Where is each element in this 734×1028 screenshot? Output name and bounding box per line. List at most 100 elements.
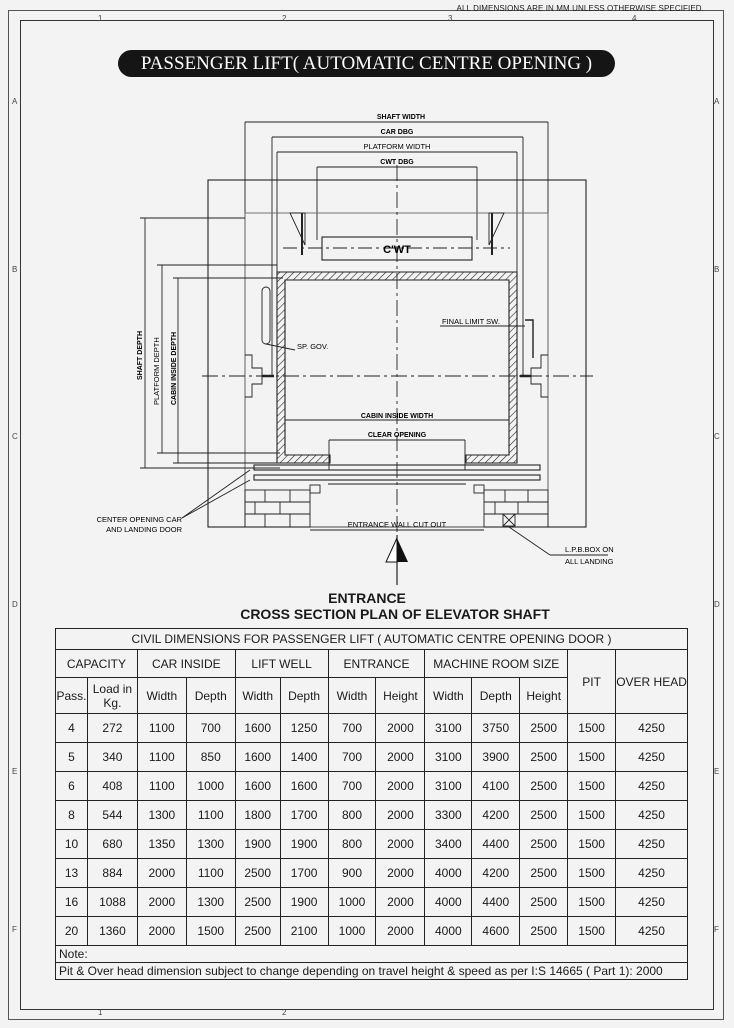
dim-label-platform-width: PLATFORM WIDTH bbox=[364, 142, 431, 151]
table-cell: 700 bbox=[327, 713, 377, 743]
column-header: Width bbox=[327, 677, 377, 714]
door-label: CENTER OPENING CAR bbox=[97, 515, 183, 524]
drawing-frame bbox=[20, 20, 714, 1010]
table-cell: 8 bbox=[55, 800, 88, 830]
table-cell: 1500 bbox=[567, 771, 617, 801]
zone-label: F bbox=[12, 925, 17, 934]
dim-label-shaft-width: SHAFT WIDTH bbox=[377, 114, 425, 121]
table-cell: 408 bbox=[86, 771, 138, 801]
table-cell: 3900 bbox=[471, 742, 521, 772]
lpb-label: ALL LANDING bbox=[565, 557, 614, 566]
table-cell: 2500 bbox=[519, 858, 569, 888]
table-cell: 5 bbox=[55, 742, 88, 772]
note-label: Note: bbox=[55, 945, 688, 963]
table-cell: 3100 bbox=[424, 771, 473, 801]
group-header: LIFT WELL bbox=[234, 649, 329, 678]
zone-label: F bbox=[714, 925, 719, 934]
table-cell: 800 bbox=[327, 800, 377, 830]
table-cell: 3300 bbox=[424, 800, 473, 830]
group-header: PIT bbox=[567, 649, 617, 714]
dim-label-cabin-width: CABIN INSIDE WIDTH bbox=[361, 413, 433, 420]
table-cell: 2500 bbox=[519, 829, 569, 859]
table-cell: 2500 bbox=[234, 916, 281, 946]
zone-label: E bbox=[714, 767, 720, 776]
table-cell: 2000 bbox=[375, 800, 426, 830]
entrance-cutout-label: ENTRANCE WALL CUT OUT bbox=[348, 520, 447, 529]
column-header: Width bbox=[234, 677, 281, 714]
table-cell: 1000 bbox=[327, 887, 377, 917]
table-cell: 1600 bbox=[234, 771, 281, 801]
table-cell: 1900 bbox=[279, 887, 329, 917]
table-cell: 2500 bbox=[519, 887, 569, 917]
table-cell: 1100 bbox=[185, 800, 236, 830]
civil-dimensions-table: CIVIL DIMENSIONS FOR PASSENGER LIFT ( AU… bbox=[55, 628, 688, 980]
table-cell: 10 bbox=[55, 829, 88, 859]
entrance-arrow-icon bbox=[385, 537, 398, 563]
zone-label: E bbox=[12, 767, 18, 776]
table-cell: 13 bbox=[55, 858, 88, 888]
sp-gov-label: SP. GOV. bbox=[297, 342, 328, 351]
table-cell: 1700 bbox=[279, 858, 329, 888]
column-header: Load in Kg. bbox=[86, 677, 138, 714]
cabin-wall bbox=[276, 271, 518, 464]
table-cell: 544 bbox=[86, 800, 138, 830]
table-cell: 4200 bbox=[471, 800, 521, 830]
table-cell: 2500 bbox=[519, 713, 569, 743]
table-cell: 2500 bbox=[519, 800, 569, 830]
table-cell: 1800 bbox=[234, 800, 281, 830]
brick-wall-left bbox=[244, 489, 311, 528]
table-cell: 1500 bbox=[567, 713, 617, 743]
table-cell: 340 bbox=[86, 742, 138, 772]
table-cell: 4250 bbox=[615, 887, 688, 917]
table-cell: 1300 bbox=[185, 829, 236, 859]
table-cell: 1100 bbox=[136, 713, 187, 743]
table-cell: 1400 bbox=[279, 742, 329, 772]
shaft-inner bbox=[244, 212, 549, 528]
zone-label: 2 bbox=[282, 1008, 287, 1017]
table-cell: 2500 bbox=[519, 771, 569, 801]
table-cell: 680 bbox=[86, 829, 138, 859]
group-header: OVER HEAD bbox=[615, 649, 688, 714]
table-cell: 16 bbox=[55, 887, 88, 917]
table-cell: 700 bbox=[327, 771, 377, 801]
table-cell: 1900 bbox=[234, 829, 281, 859]
table-cell: 1900 bbox=[279, 829, 329, 859]
table-cell: 2000 bbox=[375, 858, 426, 888]
column-header: Pass. bbox=[55, 677, 88, 714]
table-cell: 700 bbox=[327, 742, 377, 772]
table-cell: 2500 bbox=[519, 916, 569, 946]
shaft-plan-drawing: SHAFT WIDTH CAR DBG PLATFORM WIDTH CWT D… bbox=[97, 114, 614, 585]
table-cell: 2000 bbox=[136, 916, 187, 946]
table-cell: 1000 bbox=[185, 771, 236, 801]
zone-label: 1 bbox=[98, 14, 103, 23]
zone-label: A bbox=[714, 97, 720, 106]
table-cell: 4250 bbox=[615, 858, 688, 888]
entrance-arrow-icon bbox=[397, 538, 408, 562]
table-cell: 1300 bbox=[136, 800, 187, 830]
zone-label: C bbox=[12, 432, 18, 441]
table-cell: 4250 bbox=[615, 916, 688, 946]
table-cell: 272 bbox=[86, 713, 138, 743]
zone-label: A bbox=[12, 97, 18, 106]
zone-label: C bbox=[714, 432, 720, 441]
group-header: ENTRANCE bbox=[327, 649, 426, 678]
table-cell: 4250 bbox=[615, 713, 688, 743]
column-header: Width bbox=[136, 677, 187, 714]
table-cell: 1350 bbox=[136, 829, 187, 859]
table-cell: 4250 bbox=[615, 829, 688, 859]
table-cell: 1500 bbox=[567, 742, 617, 772]
table-cell: 6 bbox=[55, 771, 88, 801]
table-cell: 1360 bbox=[86, 916, 138, 946]
table-cell: 1600 bbox=[234, 713, 281, 743]
group-header: CAR INSIDE bbox=[136, 649, 236, 678]
table-cell: 2000 bbox=[136, 887, 187, 917]
table-cell: 2000 bbox=[375, 916, 426, 946]
group-header: CAPACITY bbox=[55, 649, 138, 678]
speed-governor bbox=[261, 286, 271, 345]
table-cell: 1000 bbox=[327, 916, 377, 946]
table-cell: 2500 bbox=[234, 858, 281, 888]
